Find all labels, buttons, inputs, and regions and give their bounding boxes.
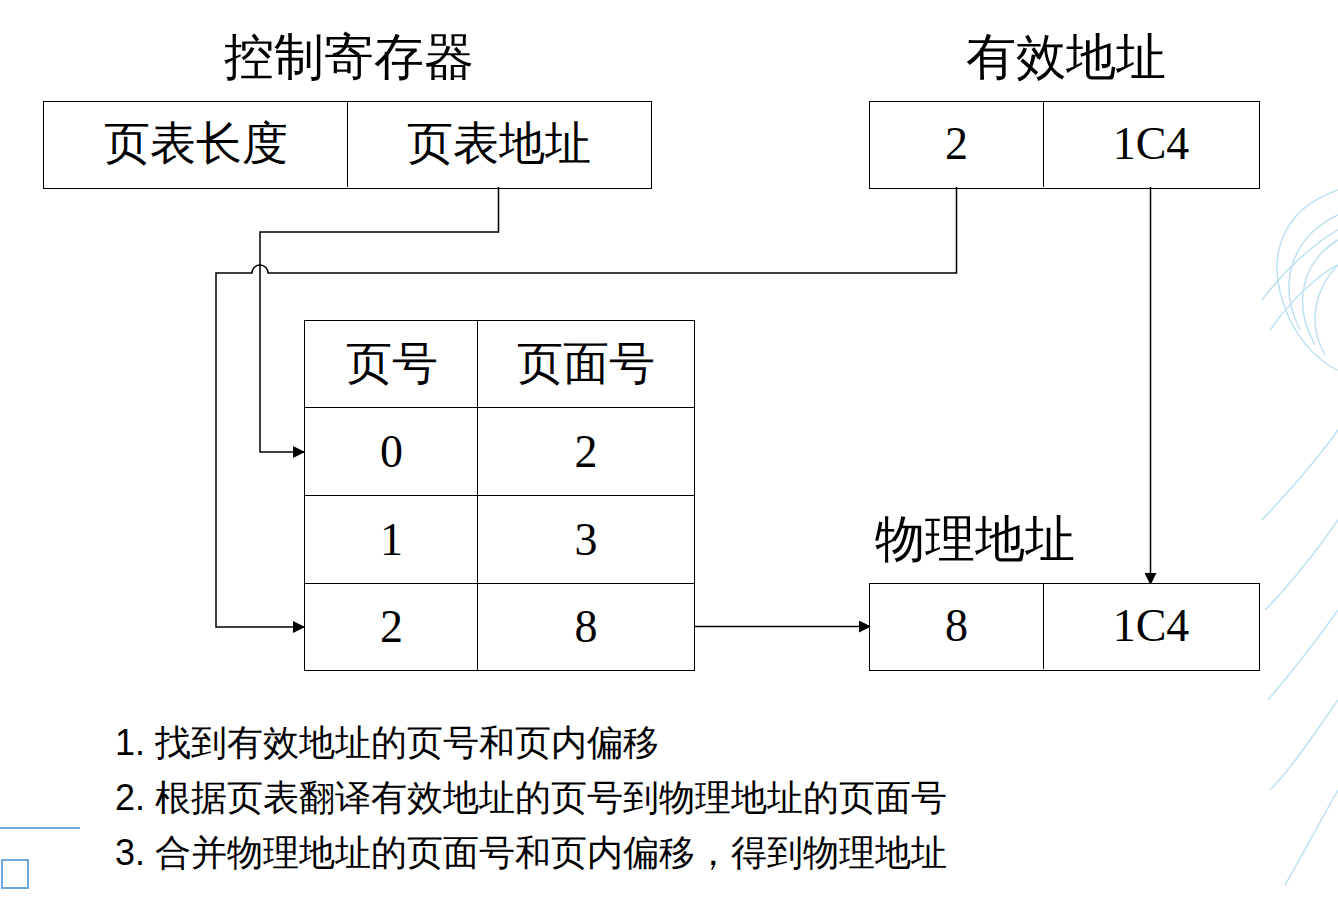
address-register: 有效地址21C4 <box>869 101 1260 189</box>
cell-text: 8 <box>575 602 598 653</box>
arrow-connector <box>1150 187 1152 584</box>
arrow-connector <box>695 626 870 628</box>
register-field: 页表地址 <box>347 102 650 187</box>
address-register: 物理地址81C4 <box>869 583 1260 671</box>
cell-text: 1 <box>380 515 403 566</box>
decor-line <box>0 827 80 829</box>
decor-square <box>2 860 28 888</box>
decor-arcs <box>1262 190 1338 885</box>
table-cell: 页号 <box>304 320 479 409</box>
cell-text: 2 <box>575 427 598 478</box>
table-cell: 2 <box>304 583 479 671</box>
cell-text: 页面号 <box>517 339 655 390</box>
table-cell: 8 <box>477 583 695 671</box>
step-note: 3. 合并物理地址的页面号和页内偏移，得到物理地址 <box>115 833 947 873</box>
address-register: 控制寄存器页表长度页表地址 <box>43 101 652 189</box>
cell-text: 0 <box>380 427 403 478</box>
cell-text: 8 <box>945 601 968 652</box>
register-field: 页表长度 <box>44 102 347 187</box>
register-heading: 控制寄存器 <box>44 30 653 85</box>
table-cell: 1 <box>304 495 479 585</box>
table-cell: 2 <box>477 407 695 497</box>
register-field: 2 <box>870 102 1043 187</box>
cell-text: 页表地址 <box>407 119 591 170</box>
table-cell: 页面号 <box>477 320 695 409</box>
step-note: 2. 根据页表翻译有效地址的页号到物理地址的页面号 <box>115 778 947 818</box>
cell-text: 页号 <box>346 339 438 390</box>
step-note: 1. 找到有效地址的页号和页内偏移 <box>115 723 659 763</box>
cell-text: 2 <box>380 602 403 653</box>
arrow-connector <box>216 187 957 627</box>
register-heading: 有效地址 <box>870 30 1261 85</box>
cell-text: 2 <box>945 119 968 170</box>
table-cell: 3 <box>477 495 695 585</box>
cell-text: 1C4 <box>1113 601 1190 652</box>
register-heading: 物理地址 <box>850 512 1100 567</box>
register-field: 1C4 <box>1043 584 1258 669</box>
table-cell: 0 <box>304 407 479 497</box>
cell-text: 1C4 <box>1113 119 1190 170</box>
cell-text: 3 <box>575 515 598 566</box>
register-field: 8 <box>870 584 1043 669</box>
cell-text: 页表长度 <box>104 119 288 170</box>
register-field: 1C4 <box>1043 102 1258 187</box>
